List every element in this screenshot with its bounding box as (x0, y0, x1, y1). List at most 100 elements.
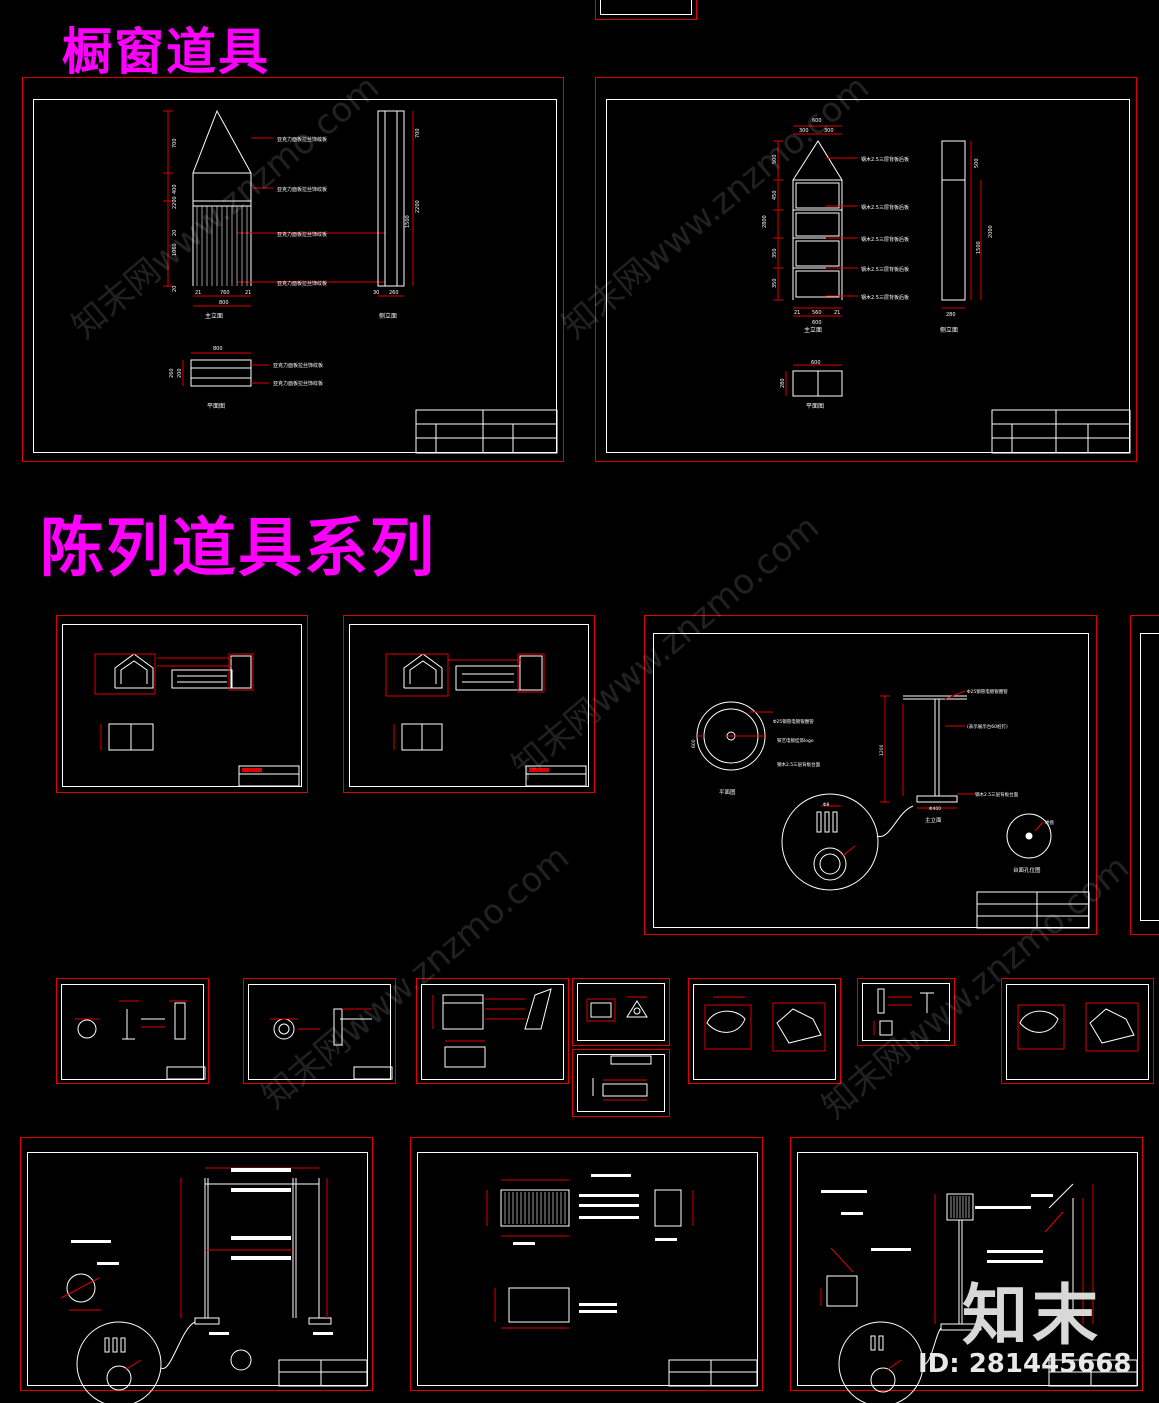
leader-label: Φ25钢管电镀银圈管 (967, 688, 1008, 695)
dimension-text: 260 (169, 368, 175, 378)
view-title: 平面图 (207, 403, 225, 410)
display-a-drawing (94, 653, 300, 787)
sheet-frame (248, 984, 391, 1080)
small-8-drawing (1017, 1002, 1139, 1052)
drawing-sheet-bottom-2 (410, 1137, 763, 1391)
drawing-sheet-top-fragment (595, 0, 697, 20)
dimension-text: 1060 (172, 243, 178, 256)
leader-label: 亚克力面板拉丝饰纹板 (277, 136, 327, 143)
drawing-sheet-small-4 (572, 978, 670, 1046)
heading-display-props: 陈列道具系列 (40, 512, 436, 586)
sheet-frame (62, 624, 302, 787)
dimension-text: 560 (812, 310, 822, 316)
dimension-text: 600 (812, 320, 822, 326)
dimension-text: 350 (772, 278, 778, 288)
leader-label: 地盘 (1045, 819, 1054, 826)
dimension-text: 21 (245, 290, 251, 296)
leader-label: 亚克力面板拉丝饰纹板 (277, 231, 327, 238)
drawing-sheet-small-8 (1001, 978, 1154, 1084)
leader-label: 亚克力面板拉丝饰纹板 (277, 186, 327, 193)
dimension-text: Φ8 (823, 802, 830, 808)
leader-label: 钢木2.5三层背板后板 (861, 266, 909, 273)
dimension-text: 600 (812, 118, 822, 124)
sheet-frame (33, 99, 557, 453)
drawing-sheet-small-1 (56, 978, 209, 1084)
leader-label: 钢木2.5三层背板后板 (861, 294, 909, 301)
display-b-drawing (385, 653, 587, 787)
dimension-text: 300 (824, 128, 834, 134)
dimension-text: 300 (799, 128, 809, 134)
sheet-frame (862, 983, 950, 1041)
leader-label: 亚克力面板拉丝饰纹板 (277, 280, 327, 287)
dimension-text: 200 (177, 368, 183, 378)
leader-label: 铁艺电镀挂饰logo (777, 737, 814, 744)
side-elevation (377, 110, 414, 297)
dimension-text: 2800 (762, 215, 768, 228)
sheet-frame (577, 983, 665, 1041)
dimension-text: 2200 (415, 200, 421, 213)
leader-label: 亚克力面板拉丝饰纹板 (273, 380, 323, 387)
window-prop-b-drawing: 钢木2.5三层背板后板钢木2.5三层背板后板钢木2.5三层背板后板钢木2.5三层… (762, 118, 1131, 454)
dimension-text: 260 (389, 290, 399, 296)
sheet-frame (797, 1152, 1138, 1386)
bottom-3-drawing (820, 1183, 1138, 1403)
drawing-sheet-small-2 (243, 978, 396, 1084)
front-elevation (773, 125, 858, 317)
dimension-text: 280 (946, 312, 956, 318)
display-stand-drawing: Φ25钢管电镀银圈管铁艺电镀挂饰logo钢木2.5三层背板台面Φ25钢管电镀银圈… (691, 688, 1090, 929)
drawing-sheet-small-6 (688, 978, 841, 1084)
dimension-text: 20 (172, 286, 178, 292)
dimension-text: 280 (780, 378, 786, 388)
dimension-text: 700 (415, 128, 421, 138)
view-title: 平面图 (806, 403, 824, 410)
small-2-drawing (270, 1008, 393, 1080)
dimension-text: 30 (373, 290, 379, 296)
drawing-sheet-bottom-1 (20, 1137, 373, 1403)
small-4-drawing (586, 996, 648, 1022)
drawing-sheet-small-3 (416, 978, 569, 1084)
drawing-sheet-right-partial (1130, 615, 1159, 935)
heading-window-props: 橱窗道具 (62, 23, 270, 81)
leader-label: 钢木2.5三层背板台面 (975, 791, 1019, 798)
view-title: 侧立面 (940, 326, 958, 334)
dimension-text: 21 (195, 290, 201, 296)
dimension-text: Φ400 (929, 806, 941, 812)
bottom-2-drawing (486, 1174, 758, 1387)
dimension-text: 600 (811, 360, 821, 366)
dimension-text: 600 (691, 739, 697, 748)
drawing-sheet-bottom-3 (790, 1137, 1143, 1403)
drawing-sheet-display-b (343, 615, 595, 793)
plan-view (785, 364, 843, 397)
sheet-frame (1140, 633, 1159, 921)
dimension-text: 700 (172, 138, 178, 148)
sheet-frame (417, 1152, 758, 1386)
sheet-frame (1006, 984, 1149, 1080)
leader-label: 钢木2.5三层背板台面 (777, 761, 821, 768)
dimension-text: 2000 (988, 225, 994, 238)
dimension-text: 500 (772, 154, 778, 164)
leader-label: 亚克力面板拉丝饰纹板 (273, 362, 323, 369)
dimension-text: 350 (772, 248, 778, 258)
dimension-text: 500 (974, 158, 980, 168)
image-id-text: ID: 281445668 (918, 1349, 1132, 1379)
dimension-text: 800 (213, 346, 223, 352)
side-elevation (941, 140, 982, 309)
sheet-frame (653, 633, 1089, 928)
dimension-text: 2200 (172, 196, 178, 209)
small-3-drawing (432, 988, 552, 1068)
small-6-drawing (704, 996, 826, 1052)
dimension-text: 1500 (976, 241, 982, 254)
dimension-text: 21 (834, 310, 840, 316)
view-title: 主立面 (804, 326, 822, 334)
window-prop-a-drawing: 亚克力面板拉丝饰纹板亚克力面板拉丝饰纹板亚克力面板拉丝饰纹板亚克力面板拉丝饰纹板… (163, 109, 558, 454)
sheet-frame (606, 99, 1130, 453)
front-elevation (163, 109, 385, 307)
sheet-frame (349, 624, 589, 787)
sheet-frame (27, 1152, 368, 1386)
brand-logo: 知末 (962, 1277, 1102, 1354)
title-block (991, 409, 1131, 454)
dimension-text: 21 (794, 310, 800, 316)
view-title: 主立面 (925, 816, 942, 824)
view-title: 主立面 (205, 312, 223, 320)
